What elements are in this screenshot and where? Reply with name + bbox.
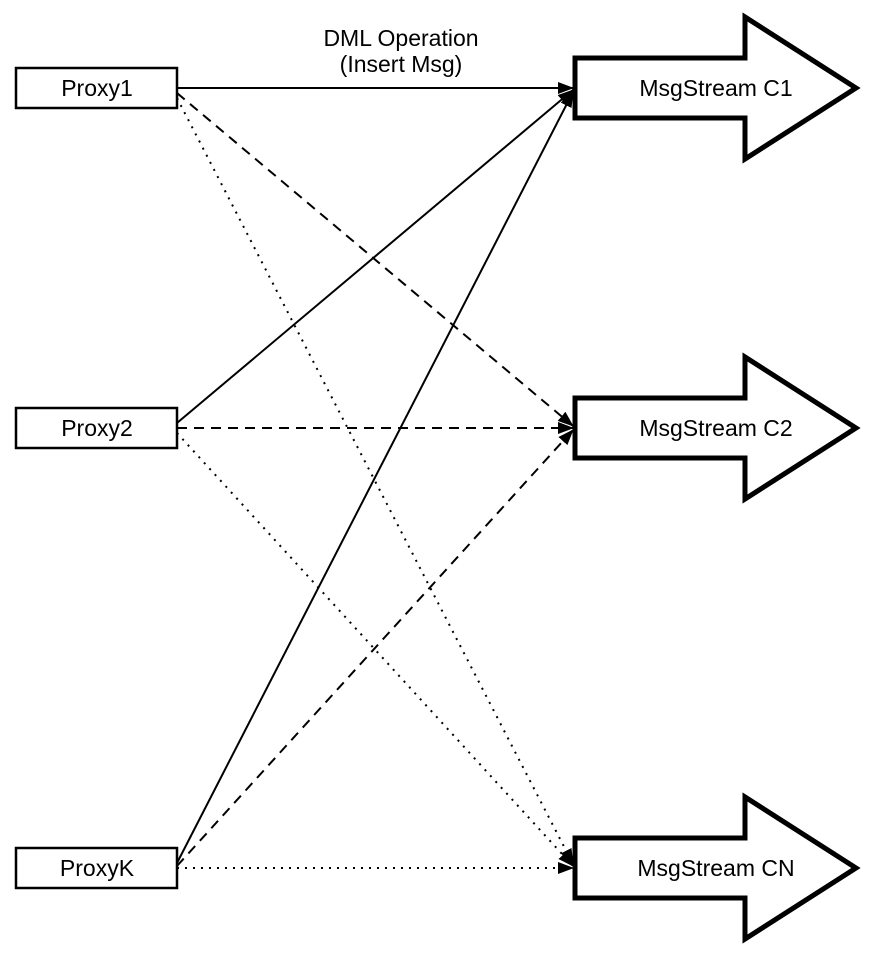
- diagram-title-line2: (Insert Msg): [340, 51, 463, 77]
- proxy-box: [14, 66, 179, 110]
- node-proxy2: Proxy2: [14, 406, 179, 450]
- proxy-label: Proxy1: [61, 75, 133, 101]
- stream-label: MsgStream CN: [637, 855, 794, 881]
- block-arrow-shape: [572, 792, 861, 944]
- node-proxy1: Proxy1: [14, 66, 179, 110]
- edge-proxy2-to-cn-dotted: [176, 432, 574, 867]
- proxy-label: Proxy2: [61, 415, 133, 441]
- edge-proxy2-to-c1-solid: [176, 89, 574, 424]
- proxy-label: ProxyK: [60, 855, 135, 881]
- block-arrow-shape: [572, 352, 861, 504]
- stream-label: MsgStream C1: [639, 75, 792, 101]
- block-arrow-shape: [572, 12, 861, 164]
- edge-proxy1-to-c2-dashed: [176, 92, 574, 427]
- stream-msgstream-c2: MsgStream C2: [572, 352, 861, 504]
- proxy-box: [14, 846, 179, 890]
- stream-label: MsgStream C2: [639, 415, 792, 441]
- proxy-box: [14, 406, 179, 450]
- diagram-title-line1: DML Operation: [323, 25, 478, 51]
- stream-msgstream-cn: MsgStream CN: [572, 792, 861, 944]
- stream-msgstream-c1: MsgStream C1: [572, 12, 861, 164]
- node-proxyk: ProxyK: [14, 846, 179, 890]
- edge-proxyk-to-c2-dashed: [176, 429, 574, 867]
- edge-proxyk-to-c1-solid: [176, 91, 574, 864]
